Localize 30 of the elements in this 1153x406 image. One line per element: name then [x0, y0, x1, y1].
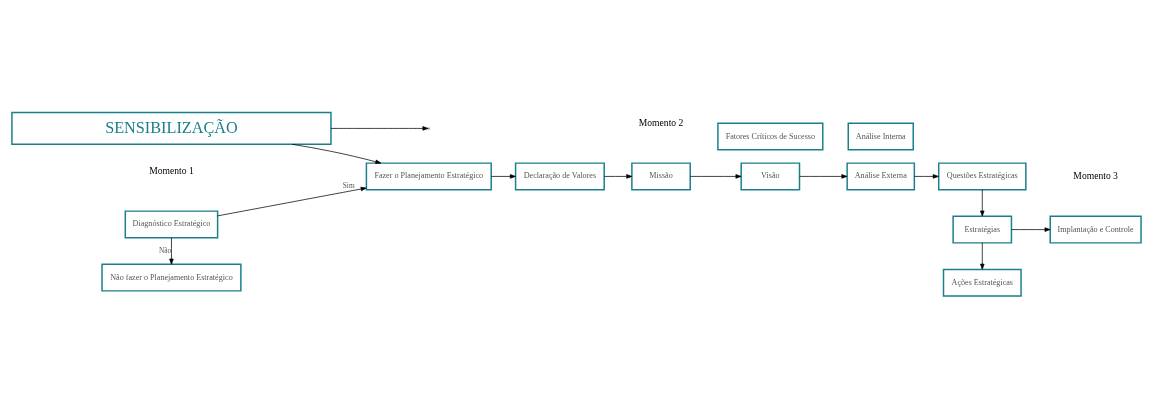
label: Momento 3 — [1073, 169, 1118, 181]
node-box: Fazer o Planejamento Estratégico — [365, 162, 492, 191]
node-box: Análise Externa — [846, 162, 916, 191]
node-box: Ações Estratégicas — [942, 268, 1022, 297]
node-box: Declaração de Valores — [514, 162, 605, 191]
arrow — [690, 174, 742, 179]
node-box: Análise Interna — [847, 122, 914, 151]
arrow — [291, 143, 382, 164]
node-box: Visão — [740, 162, 801, 191]
arrow — [980, 242, 985, 270]
label: Momento 1 — [149, 164, 194, 176]
arrow — [914, 174, 939, 179]
node-box: Fatores Críticos de Sucesso — [717, 122, 824, 151]
edge-label: Sim — [342, 181, 355, 191]
edge-label: Não — [159, 245, 172, 255]
node-box: Diagnóstico Estratégico — [124, 210, 219, 239]
arrow — [1011, 227, 1051, 232]
node-box: Estratégias — [952, 215, 1013, 244]
arrow — [490, 174, 516, 179]
arrow — [169, 237, 174, 265]
node-box: SENSIBILIZAÇÃO — [11, 111, 332, 146]
node-box: Não fazer o Planejamento Estratégico — [101, 263, 242, 292]
node-box: Questões Estratégicas — [938, 162, 1027, 191]
arrow — [799, 174, 848, 179]
node-box: Implantação e Controle — [1049, 215, 1142, 244]
arrow — [217, 186, 367, 217]
arrow — [604, 174, 633, 179]
label: Momento 2 — [638, 116, 684, 128]
arrow — [980, 189, 985, 217]
node-box: Missão — [631, 162, 691, 191]
